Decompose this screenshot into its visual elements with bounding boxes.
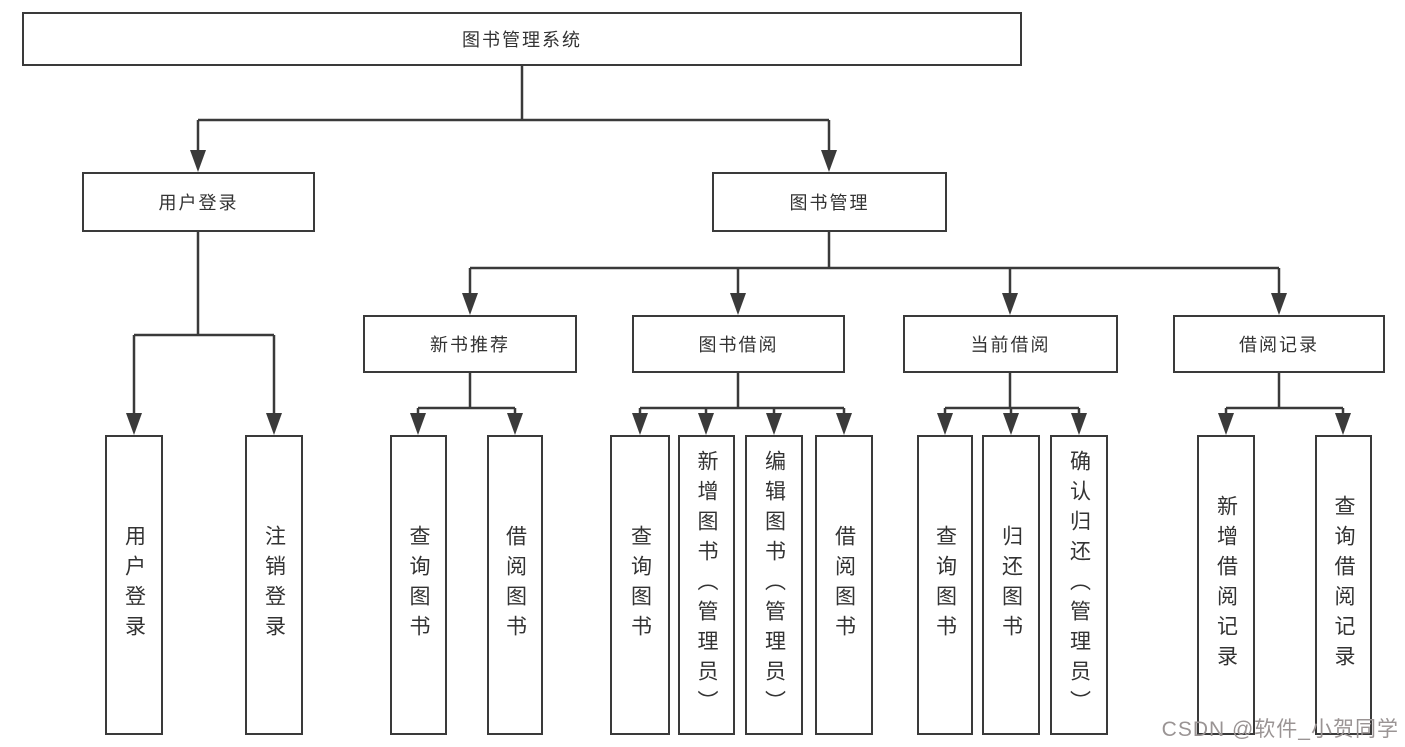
leaf-br-query-record: 查询借阅记录 — [1315, 435, 1372, 735]
node-borrow-record: 借阅记录 — [1173, 315, 1385, 373]
csdn-watermark: CSDN @软件_小贺同学 — [1161, 718, 1399, 741]
leaf-nb-borrow-book: 借阅图书 — [487, 435, 543, 735]
leaf-cb-query-book: 查询图书 — [917, 435, 973, 735]
leaf-logout: 注销登录 — [245, 435, 303, 735]
leaf-user-login: 用户登录 — [105, 435, 163, 735]
node-current-borrow: 当前借阅 — [903, 315, 1118, 373]
leaf-bb-add-book-admin: 新增图书（管理员） — [678, 435, 735, 735]
leaf-br-add-record: 新增借阅记录 — [1197, 435, 1255, 735]
leaf-bb-query-book: 查询图书 — [610, 435, 670, 735]
leaf-nb-query-book: 查询图书 — [390, 435, 447, 735]
leaf-cb-return-book: 归还图书 — [982, 435, 1040, 735]
node-book-borrow: 图书借阅 — [632, 315, 845, 373]
node-new-book-recommend: 新书推荐 — [363, 315, 577, 373]
node-book-management: 图书管理 — [712, 172, 947, 232]
node-library-management-system: 图书管理系统 — [22, 12, 1022, 66]
leaf-bb-edit-book-admin: 编辑图书（管理员） — [745, 435, 803, 735]
leaf-bb-borrow-book: 借阅图书 — [815, 435, 873, 735]
node-user-login: 用户登录 — [82, 172, 315, 232]
leaf-cb-confirm-return-admin: 确认归还（管理员） — [1050, 435, 1108, 735]
